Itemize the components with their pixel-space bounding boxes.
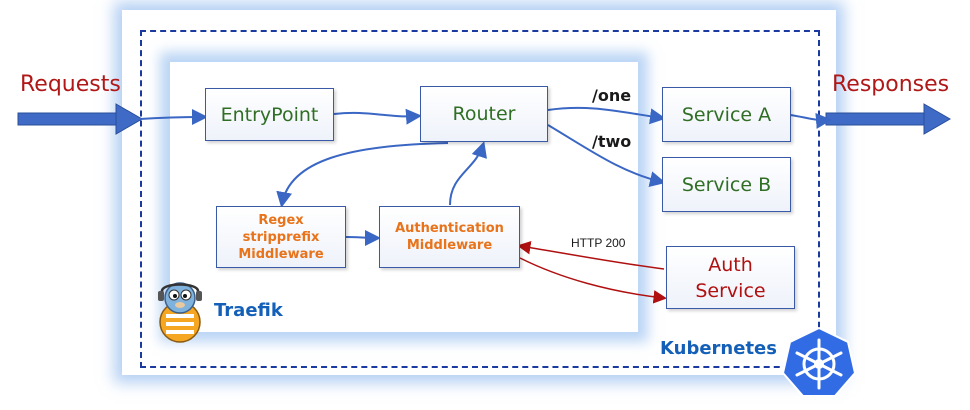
auth-service-line-2: Service — [695, 279, 766, 302]
regex-stripprefix-middleware-node: Regex stripprefix Middleware — [216, 206, 346, 268]
arrow-middleware-to-auth-service — [519, 257, 667, 304]
service-a-node: Service A — [662, 87, 791, 142]
router-node: Router — [420, 86, 548, 142]
arrow-router-to-service-b — [547, 124, 666, 187]
service-a-label: Service A — [681, 103, 772, 126]
auth-service-node: Auth Service — [666, 246, 795, 309]
service-b-label: Service B — [681, 173, 772, 196]
regex-line-2: stripprefix — [242, 229, 320, 245]
auth-service-line-1: Auth — [708, 253, 753, 276]
arrow-auth-service-to-middleware — [517, 240, 665, 270]
arrow-auth-middleware-to-router — [449, 141, 487, 206]
kubernetes-helm-icon — [782, 326, 856, 397]
requests-label: Requests — [20, 72, 121, 97]
arrow-router-to-regex — [276, 142, 449, 208]
auth-mw-line-2: Middleware — [406, 238, 493, 253]
arrow-router-to-service-a — [547, 106, 666, 125]
arrow-regex-to-auth-middleware — [345, 229, 381, 246]
entrypoint-label: EntryPoint — [220, 103, 319, 126]
entrypoint-node: EntryPoint — [205, 88, 334, 141]
kubernetes-cluster-boundary — [140, 30, 820, 368]
auth-mw-line-1: Authentication — [395, 221, 504, 236]
router-label: Router — [452, 103, 516, 125]
responses-arrow — [825, 103, 952, 135]
route-two-label: /two — [592, 132, 632, 151]
traefik-gopher-icon — [158, 282, 202, 343]
arrow-service-a-to-responses — [789, 112, 832, 129]
requests-arrow — [17, 103, 144, 135]
arrow-entrypoint-to-router — [333, 108, 422, 125]
regex-line-3: Middleware — [238, 246, 324, 262]
arrow-requests-to-entrypoint — [139, 109, 208, 126]
service-b-node: Service B — [662, 157, 791, 212]
kubernetes-label: Kubernetes — [660, 338, 777, 359]
route-one-label: /one — [592, 86, 632, 105]
responses-label: Responses — [832, 72, 950, 97]
authentication-middleware-node: Authentication Middleware — [379, 206, 520, 268]
http-200-label: HTTP 200 — [571, 236, 626, 250]
traefik-label: Traefik — [214, 300, 283, 321]
regex-line-1: Regex — [258, 212, 304, 228]
